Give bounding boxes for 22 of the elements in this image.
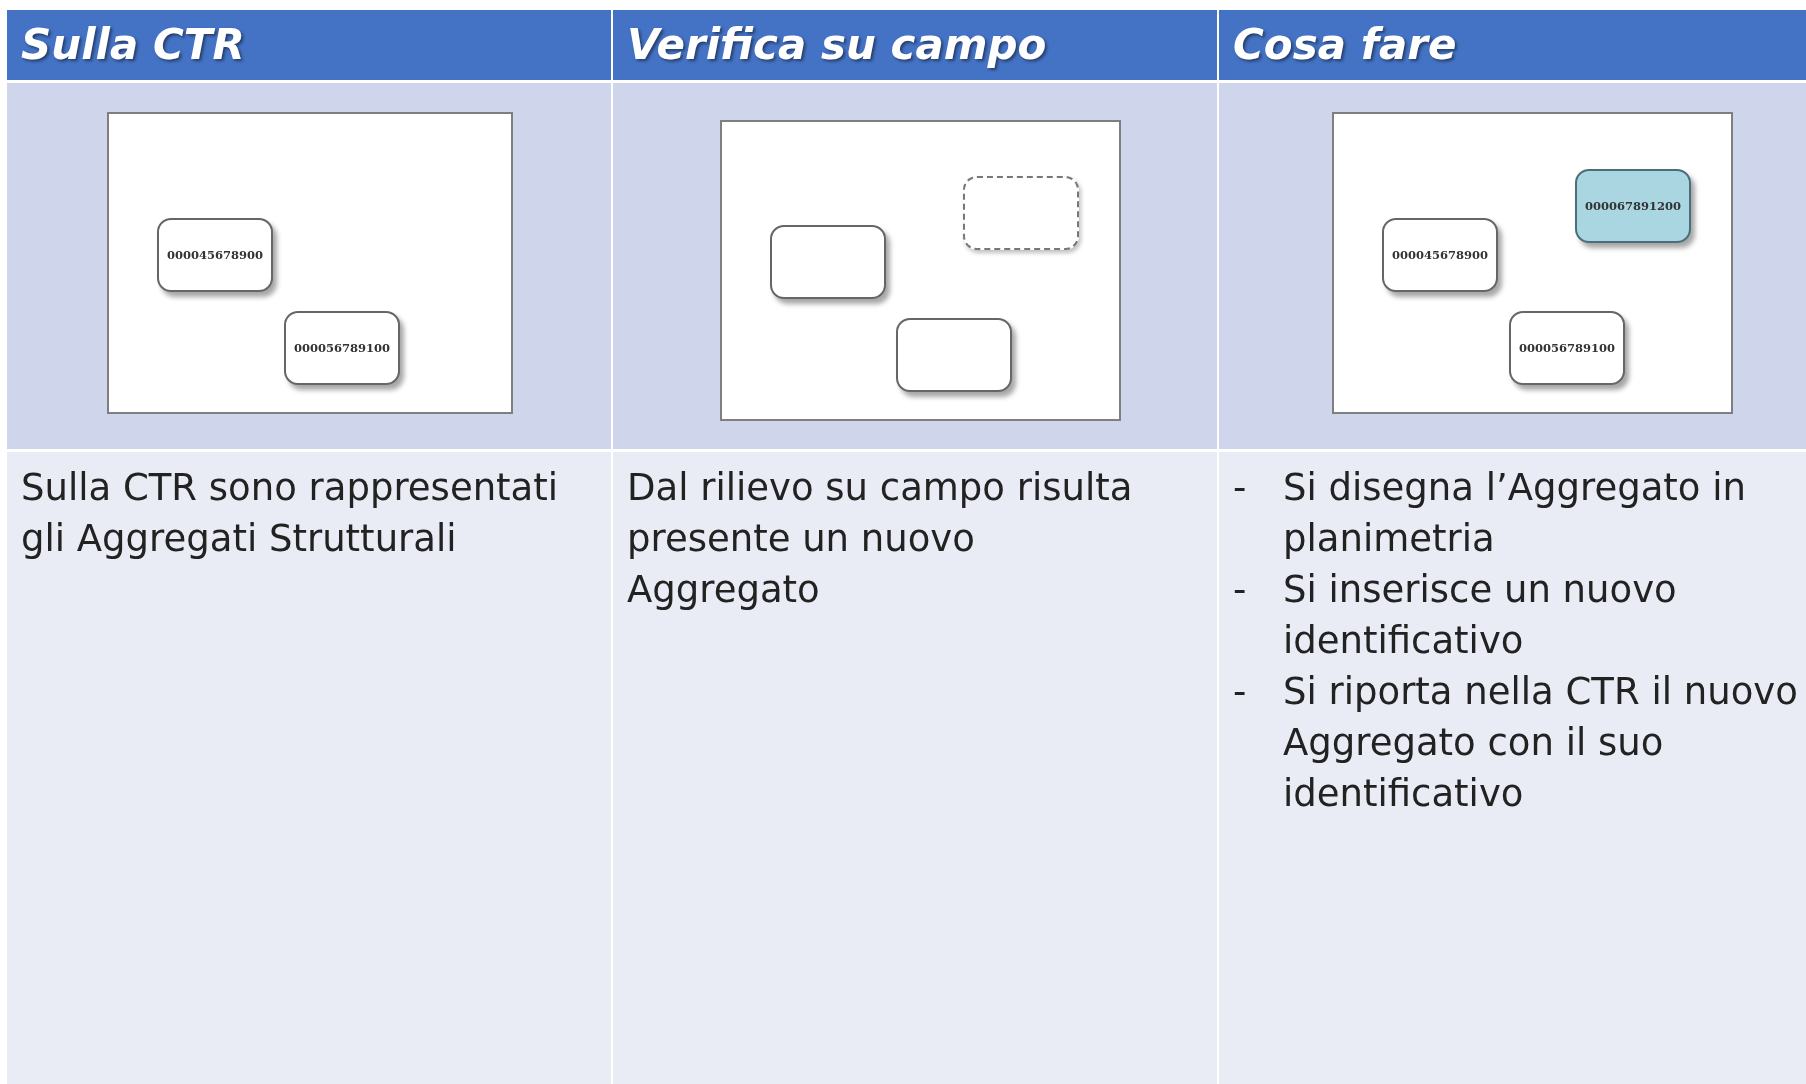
list-item: Si disegna l’Aggregato in planimetria [1283, 465, 1747, 562]
building-id-box: 000056789100 [284, 311, 400, 385]
map-panel [1332, 112, 1733, 414]
building-id-box: 000056789100 [1509, 311, 1625, 385]
description-text: Sulla CTR sono rappresentati gli Aggregati Strutturali [21, 465, 560, 562]
building-id-box: 000067891200 [1575, 169, 1691, 243]
bullet-marker: - [1233, 567, 1247, 613]
map-panel [107, 112, 513, 414]
list-item: Si inserisce un nuovo identificativo [1283, 567, 1678, 664]
description-text: Dal rilievo su campo risulta presente un nuovo Aggregato [627, 465, 1134, 613]
bullet-marker: - [1233, 465, 1247, 511]
column-header: Cosa fare [1233, 20, 1457, 69]
building-id-box: 000045678900 [1382, 218, 1498, 292]
column-header: Sulla CTR [21, 20, 245, 69]
building-box [770, 225, 886, 299]
list-item: Si riporta nella CTR il nuovo Aggregato con il suo identificativo [1283, 669, 1799, 817]
building-id-box: 000045678900 [157, 218, 273, 292]
building-box [963, 176, 1079, 250]
building-box [896, 318, 1012, 392]
column-header: Verifica su campo [627, 20, 1047, 69]
bullet-marker: - [1233, 669, 1247, 715]
map-panel [720, 120, 1121, 421]
